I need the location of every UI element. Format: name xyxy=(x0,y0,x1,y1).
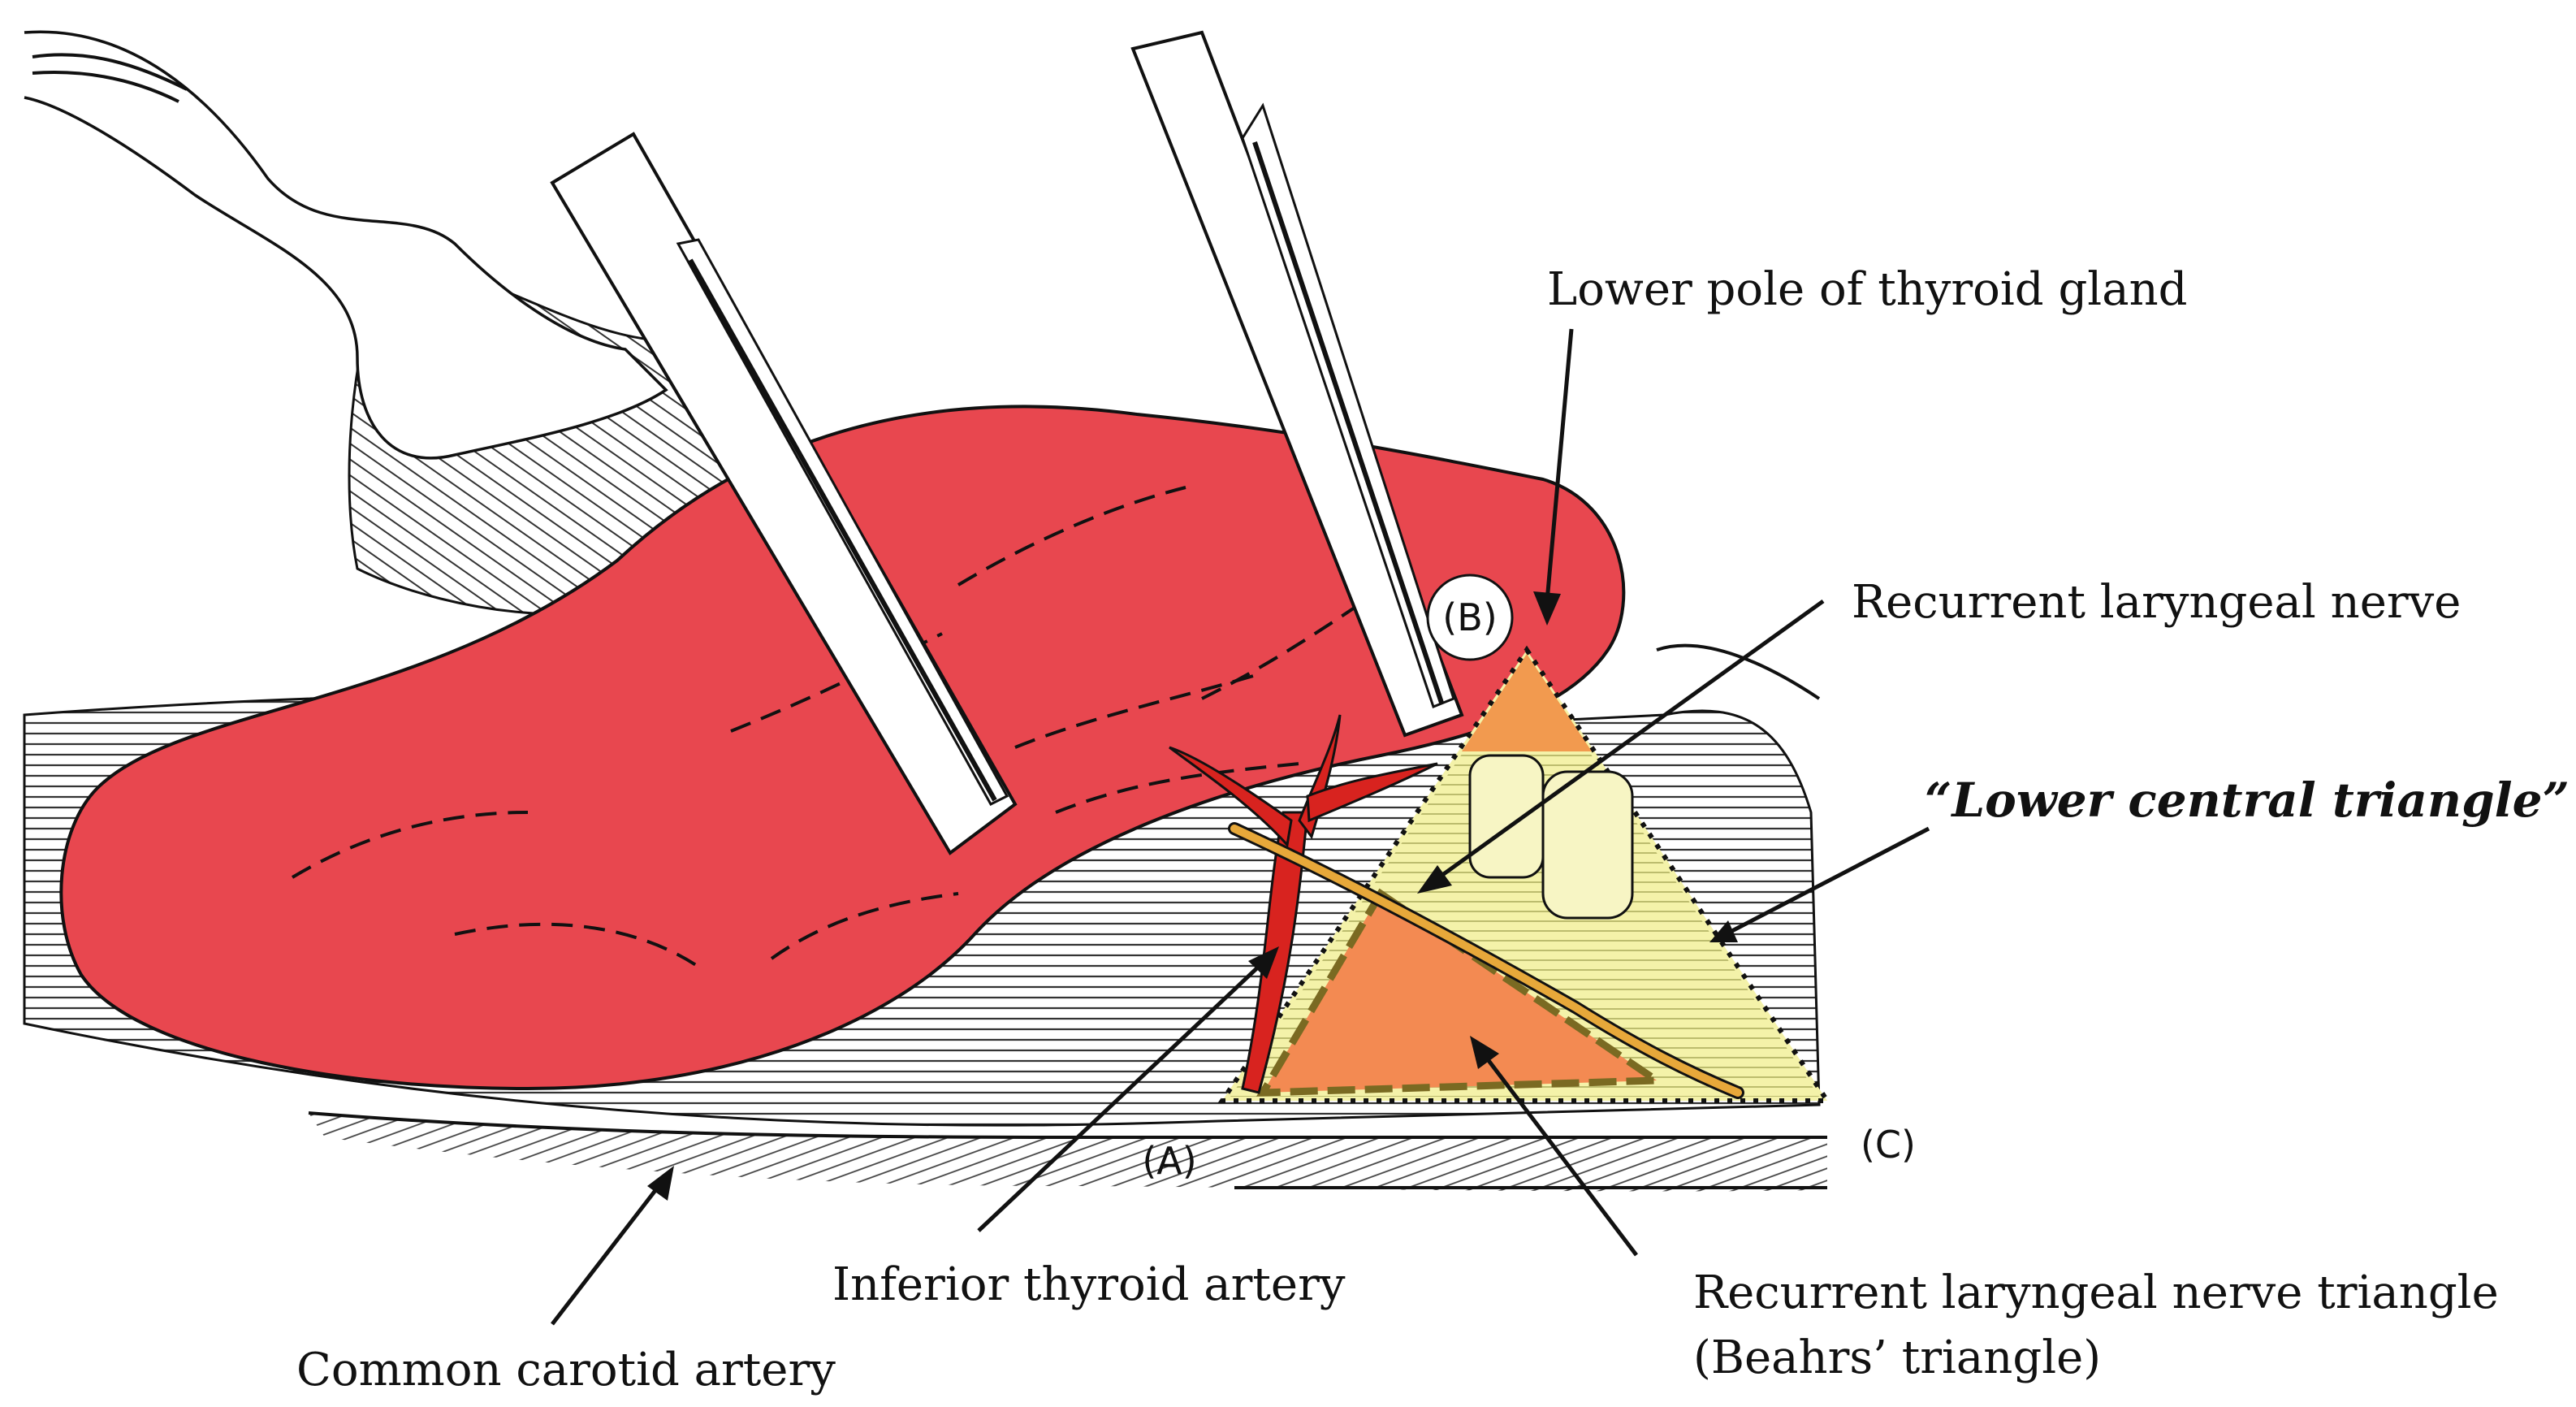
cartilage-outline xyxy=(1656,643,1821,700)
label-lower-pole: Lower pole of thyroid gland xyxy=(1547,263,2188,316)
retractor-hand xyxy=(24,30,668,460)
point-b-label: (B) xyxy=(1442,595,1497,639)
point-a-label: (A) xyxy=(1142,1139,1196,1183)
arrow-lower-central-triangle xyxy=(1709,826,1930,942)
point-c-label: (C) xyxy=(1861,1123,1916,1167)
common-carotid-artery xyxy=(309,1113,1827,1192)
arrow-beahrs-triangle xyxy=(1470,1036,1638,1257)
label-lower-central-triangle: “Lower central triangle” xyxy=(1925,773,2570,828)
lower-pole-cap xyxy=(1462,654,1592,751)
arrow-inferior-thyroid-artery xyxy=(977,946,1279,1232)
retractor-blade-right xyxy=(1130,30,1464,738)
arrow-lower-pole xyxy=(1533,328,1574,626)
label-inferior-thyroid-artery: Inferior thyroid artery xyxy=(832,1258,1346,1311)
beahrs-triangle xyxy=(1256,888,1669,1097)
retractor-blade-left xyxy=(550,132,1018,855)
arrow-recurrent-nerve xyxy=(1417,599,1825,894)
point-b-marker xyxy=(1426,574,1514,661)
label-common-carotid-artery: Common carotid artery xyxy=(296,1344,836,1396)
arrow-common-carotid-artery xyxy=(551,1166,674,1326)
label-beahrs-triangle-1: Recurrent laryngeal nerve triangle xyxy=(1693,1266,2499,1319)
label-recurrent-nerve: Recurrent laryngeal nerve xyxy=(1852,576,2461,629)
label-beahrs-triangle-2: (Beahrs’ triangle) xyxy=(1693,1331,2101,1384)
tissue-lobe-1 xyxy=(1468,754,1545,879)
